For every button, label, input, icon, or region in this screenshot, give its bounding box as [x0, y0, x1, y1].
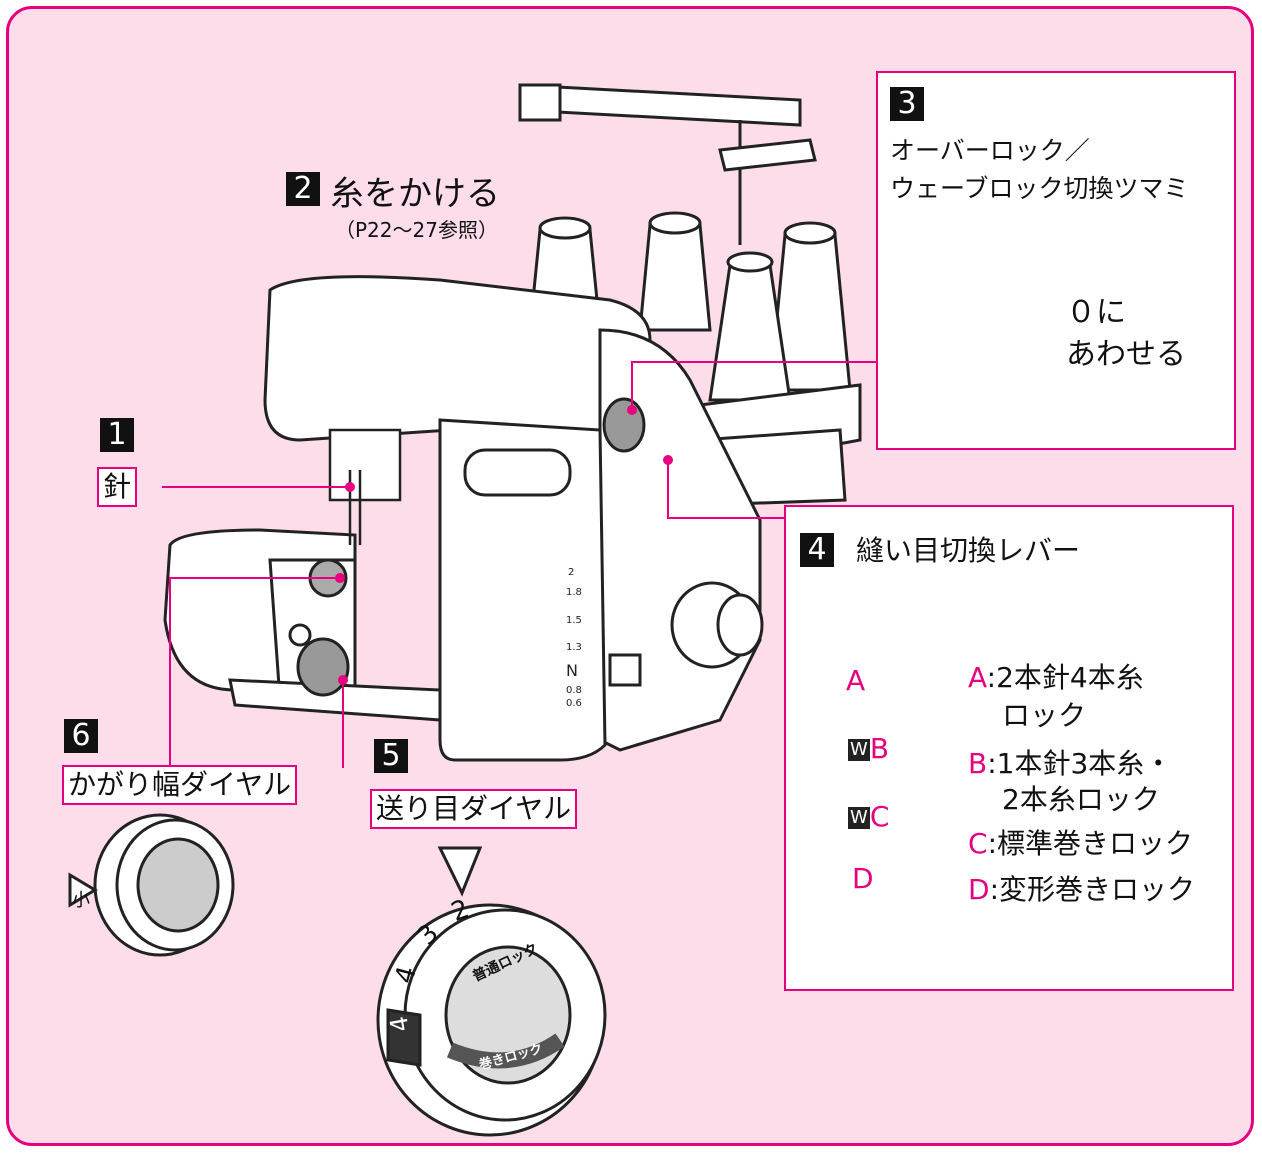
- differential-dial-label: 送り目ダイヤル: [370, 789, 578, 829]
- step-3-badge: 3: [890, 87, 924, 121]
- thread-stand: [518, 83, 817, 245]
- stitch-lever-title: 縫い目切換レバー: [856, 534, 1081, 567]
- option-c: C:標準巻きロック: [968, 826, 1193, 862]
- step-2-badge: 2: [286, 172, 320, 206]
- option-text: 1本針3本糸・: [996, 747, 1173, 780]
- option-separator: :: [986, 661, 997, 694]
- scale-mark: 1.3: [566, 642, 582, 653]
- machine-scale: 2 1.8 1.5 1.3 N 0.8 0.6: [566, 567, 582, 709]
- lever-mark-a: A: [846, 664, 866, 697]
- thread-title: 糸をかける: [330, 174, 500, 214]
- option-key: C: [968, 827, 988, 860]
- lever-mark-d: D: [852, 862, 874, 895]
- option-separator: :: [987, 747, 997, 780]
- cut-width-dial-art: [68, 813, 235, 957]
- mode-dial-title-2: ウェーブロック切換ツマミ: [890, 174, 1189, 203]
- scale-mark: 0.6: [566, 698, 582, 709]
- feed-dial-art: [376, 846, 607, 1137]
- needle-assembly: [328, 428, 402, 545]
- option-b: B:1本針3本糸・: [968, 746, 1172, 782]
- wave-mark: W: [848, 739, 870, 761]
- option-key: B: [968, 747, 988, 780]
- scale-mark: 0.8: [566, 685, 582, 696]
- lever-mark-c-letter: C: [869, 800, 890, 833]
- thread-reference: （P22〜27参照）: [335, 218, 498, 242]
- mode-dial-instruction-1: ０に: [1066, 295, 1126, 330]
- option-separator: :: [989, 873, 999, 906]
- leader-lines: [162, 361, 877, 768]
- scale-mark: 2: [568, 567, 574, 578]
- scale-mark: 1.8: [566, 587, 582, 598]
- option-key: D: [968, 873, 990, 906]
- lever-mark-b: WB: [848, 732, 889, 765]
- option-text: 標準巻きロック: [997, 827, 1194, 860]
- cut-width-dial-mark: 小: [72, 890, 90, 911]
- option-a-line2: ロック: [1002, 699, 1087, 732]
- mode-dial-panel: 3 オーバーロック／ ウェーブロック切換ツマミ ０に あわせる: [876, 71, 1236, 450]
- option-text: 2本針4本糸: [996, 661, 1144, 694]
- lever-mark-b-letter: B: [869, 732, 890, 765]
- option-d: D:変形巻きロック: [968, 872, 1195, 908]
- wave-mark: W: [848, 807, 870, 829]
- step-5-badge: 5: [374, 739, 408, 773]
- mode-dial-title-1: オーバーロック／: [890, 136, 1090, 165]
- mode-dial-instruction-2: あわせる: [1066, 337, 1186, 372]
- cut-width-dial-label: かがり幅ダイヤル: [62, 765, 298, 805]
- step-4-badge: 4: [800, 533, 834, 567]
- option-text: 変形巻きロック: [999, 873, 1196, 906]
- option-b-line2: 2本糸ロック: [1002, 783, 1160, 816]
- scale-mark: N: [566, 661, 578, 680]
- option-key: A: [968, 661, 987, 694]
- option-separator: :: [987, 827, 997, 860]
- step-6-badge: 6: [64, 719, 98, 753]
- lever-mark-c: WC: [848, 800, 889, 833]
- step-1-badge: 1: [100, 418, 134, 452]
- option-a: A:2本針4本糸: [968, 660, 1144, 696]
- needle-label: 針: [97, 467, 138, 507]
- scale-mark: 1.5: [566, 615, 582, 626]
